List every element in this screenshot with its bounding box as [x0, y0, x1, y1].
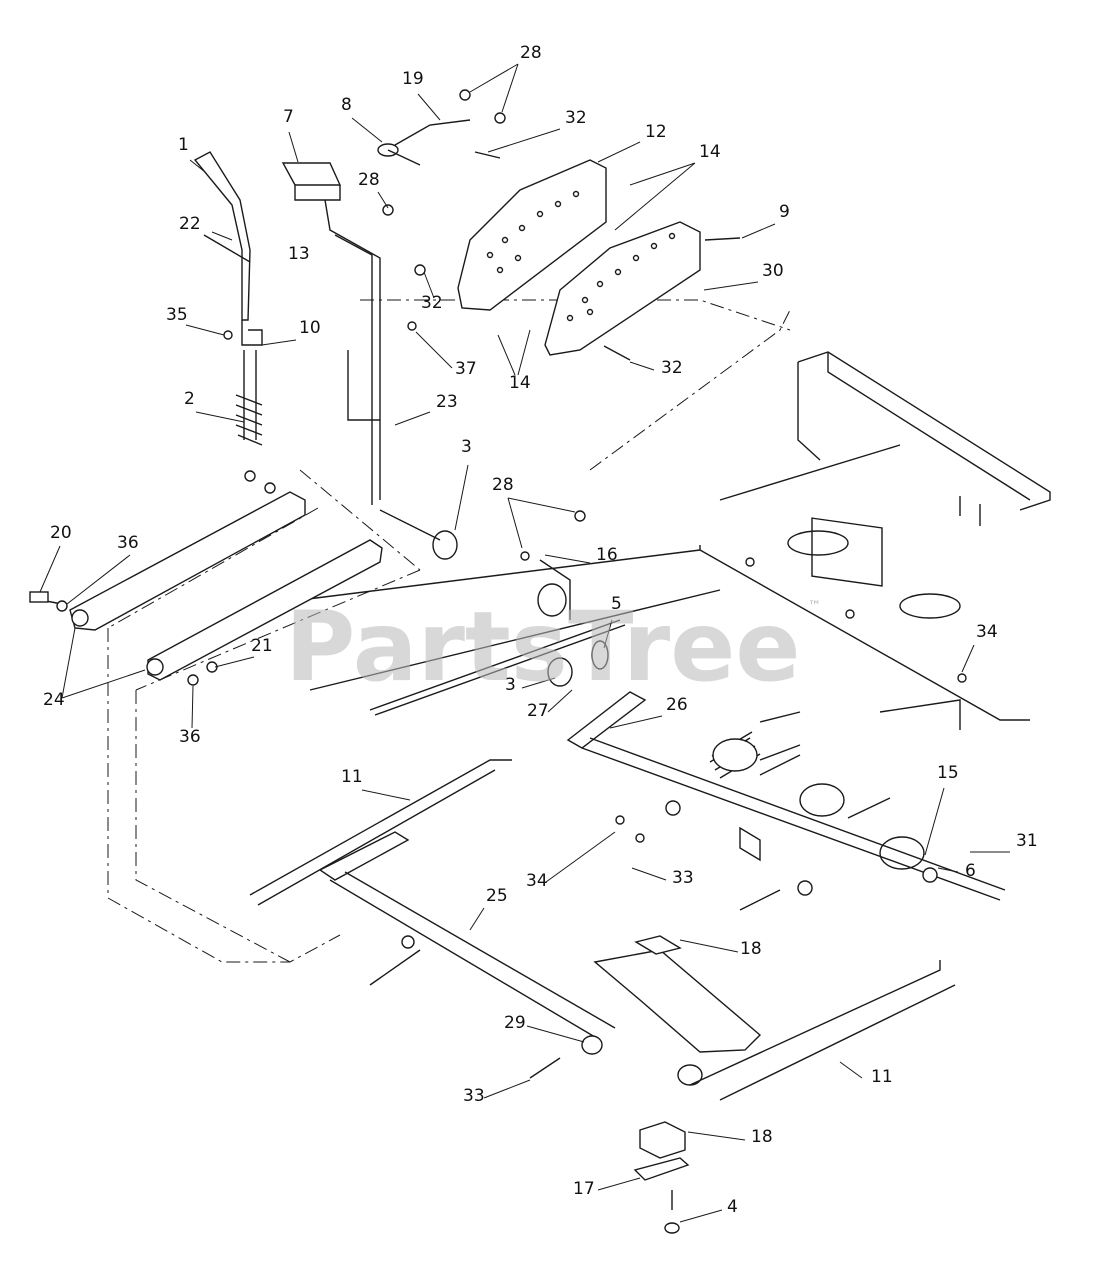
callout-c9: 9 — [779, 202, 790, 222]
control-lever-1 — [193, 151, 263, 446]
bracket-holes — [486, 190, 676, 322]
callout-c7: 7 — [283, 107, 294, 127]
callout-c17: 17 — [573, 1179, 595, 1199]
callout-c37: 37 — [455, 359, 477, 379]
callout-c21: 21 — [251, 636, 273, 656]
callout-c19: 19 — [402, 69, 424, 89]
frame-deck — [299, 351, 1051, 730]
callout-c11a: 11 — [341, 767, 363, 787]
callout-c3a: 3 — [461, 437, 472, 457]
callout-c29: 29 — [504, 1013, 526, 1033]
callout-c4: 4 — [727, 1197, 738, 1217]
bushings-3 — [379, 509, 609, 687]
callout-c33a: 33 — [672, 868, 694, 888]
callout-c18b: 18 — [751, 1127, 773, 1147]
callout-c14b: 14 — [509, 373, 531, 393]
callout-c28b: 28 — [358, 170, 380, 190]
callout-c8: 8 — [341, 95, 352, 115]
callout-c13: 13 — [288, 244, 310, 264]
pedal-shaft-25 — [249, 759, 956, 1101]
bracket-12 — [457, 159, 701, 356]
callout-c24: 24 — [43, 690, 65, 710]
callout-c34b: 34 — [526, 871, 548, 891]
lever-23 — [281, 162, 381, 505]
callout-c1: 1 — [178, 135, 189, 155]
callout-c30: 30 — [762, 261, 784, 281]
watermark: PartsTree — [285, 591, 800, 703]
callout-c6: 6 — [965, 861, 976, 881]
callout-c5: 5 — [611, 594, 622, 614]
callout-c15: 15 — [937, 763, 959, 783]
callout-c16: 16 — [596, 545, 618, 565]
watermark-trademark: ™ — [808, 599, 821, 614]
rod-19 — [377, 119, 471, 166]
callout-c33b: 33 — [463, 1086, 485, 1106]
callout-c11b: 11 — [871, 1067, 893, 1087]
callout-c36b: 36 — [179, 727, 201, 747]
callout-c26: 26 — [666, 695, 688, 715]
callout-labels: 1233456789101111121314141516171818192021… — [43, 43, 1038, 1217]
callout-c2: 2 — [184, 389, 195, 409]
callout-c23: 23 — [436, 392, 458, 412]
callout-c28c: 28 — [492, 475, 514, 495]
blocks-18 — [633, 935, 690, 1234]
callout-c34a: 34 — [976, 622, 998, 642]
fasteners — [56, 89, 967, 1079]
callout-c31: 31 — [1016, 831, 1038, 851]
callout-c18a: 18 — [740, 939, 762, 959]
callout-c22: 22 — [179, 214, 201, 234]
callout-c12: 12 — [645, 122, 667, 142]
linkage-arms-24 — [29, 491, 383, 681]
callout-c28a: 28 — [520, 43, 542, 63]
callout-c25: 25 — [486, 886, 508, 906]
callout-c35: 35 — [166, 305, 188, 325]
callout-c3b: 3 — [505, 675, 516, 695]
callout-c32b: 32 — [421, 293, 443, 313]
callout-c32a: 32 — [565, 108, 587, 128]
callout-c27: 27 — [527, 701, 549, 721]
callout-c32c: 32 — [661, 358, 683, 378]
leader-lines — [39, 63, 1010, 1223]
callout-c14a: 14 — [699, 142, 721, 162]
callout-c20: 20 — [50, 523, 72, 543]
callout-c10: 10 — [299, 318, 321, 338]
callout-c36a: 36 — [117, 533, 139, 553]
